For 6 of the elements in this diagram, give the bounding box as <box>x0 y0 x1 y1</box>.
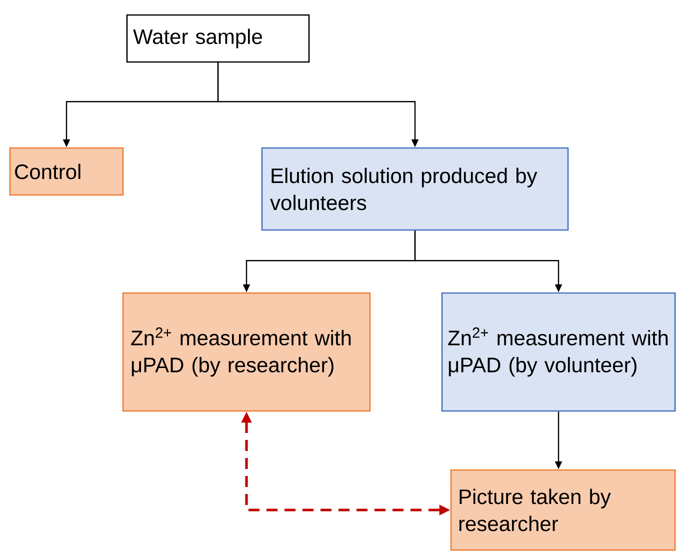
process-box: Picture taken by researcher <box>450 469 676 551</box>
process-box: Water sample <box>126 14 310 63</box>
process-box: Elution solution produced by volunteers <box>261 147 569 231</box>
process-box: Zn$^{2+}$ measurement with μPAD (by volunteer) <box>441 292 676 412</box>
process-box: Zn$^{2+}$ measurement with μPAD (by researcher) <box>122 292 371 412</box>
process-box: Control <box>9 147 124 196</box>
